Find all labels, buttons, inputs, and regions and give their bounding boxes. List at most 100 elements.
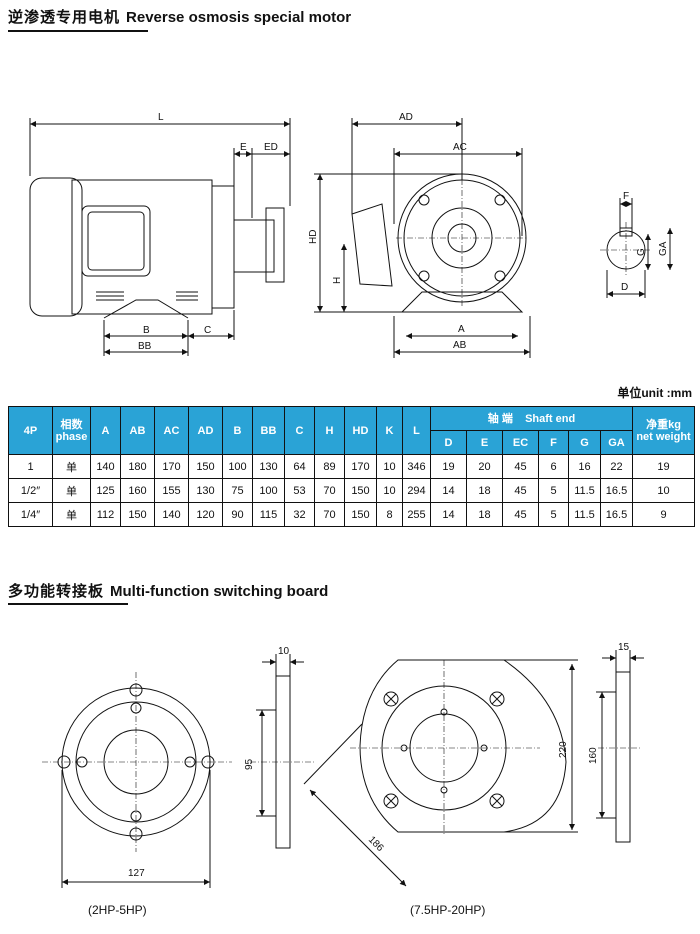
label-HD: HD: [308, 230, 319, 244]
header-GA: GA: [599, 430, 634, 455]
table-cell: 10: [632, 478, 696, 503]
header-EC: EC: [502, 430, 539, 455]
table-cell: 150: [344, 502, 377, 527]
section-title-cn: 逆渗透专用电机: [8, 8, 121, 26]
header-K: K: [376, 406, 403, 455]
header-E: E: [466, 430, 503, 455]
table-cell: 115: [252, 502, 285, 527]
table-cell: 45: [502, 454, 539, 479]
label-F: F: [623, 191, 629, 202]
table-cell: 130: [188, 478, 223, 503]
table-cell: 45: [502, 478, 539, 503]
table-cell: 130: [252, 454, 285, 479]
table-cell: 90: [222, 502, 253, 527]
table-cell: 170: [344, 454, 377, 479]
table-cell: 1/2″: [8, 478, 53, 503]
dim-186: 186: [366, 834, 386, 854]
header-AB: AB: [120, 406, 155, 455]
table-cell: 16.5: [599, 502, 634, 527]
table-cell: 16.5: [599, 478, 634, 503]
table-cell: 19: [632, 454, 696, 479]
table-cell: 9: [632, 502, 696, 527]
table-cell: 18: [466, 478, 503, 503]
dim-10: 10: [278, 646, 290, 657]
table-cell: 1: [8, 454, 53, 479]
header-B: B: [222, 406, 253, 455]
table-cell: 18: [466, 502, 503, 527]
table-cell: 22: [599, 454, 634, 479]
large-plate: [359, 659, 567, 833]
fan-cover: [29, 177, 83, 317]
header-A: A: [90, 406, 121, 455]
caption-small-plate: (2HP-5HP): [88, 903, 147, 917]
header-L: L: [402, 406, 431, 455]
table-cell: 150: [120, 502, 155, 527]
motor-drawing: L E ED B BB C AD AC HD H A AB F G GA D: [29, 112, 673, 358]
board-drawing: 127 10 95 186 220 15 160: [42, 642, 644, 888]
table-cell: 14: [430, 502, 467, 527]
table-cell: 140: [154, 502, 189, 527]
table-cell: 294: [402, 478, 431, 503]
label-E: E: [240, 142, 247, 153]
table-cell: 100: [252, 478, 285, 503]
header-shaft-end: 轴 端 Shaft end: [429, 406, 634, 431]
table-cell: 140: [90, 454, 121, 479]
table-cell: 346: [402, 454, 431, 479]
section-heading-board: 多功能转接板 Multi-function switching board: [8, 580, 328, 601]
caption-large-plate: (7.5HP-20HP): [410, 903, 486, 917]
table-cell: 160: [120, 478, 155, 503]
unit-note: 单位unit :mm: [617, 386, 692, 400]
header-C: C: [284, 406, 315, 455]
table-cell: 255: [402, 502, 431, 527]
header-HD: HD: [344, 406, 377, 455]
header-H: H: [314, 406, 345, 455]
label-G: G: [636, 248, 647, 256]
table-cell: 53: [284, 478, 315, 503]
label-BB: BB: [138, 341, 152, 352]
section2-title-cn: 多功能转接板: [8, 582, 105, 600]
section2-title-en: Multi-function switching board: [110, 583, 329, 600]
terminal-box: [81, 205, 151, 277]
table-cell: 10: [376, 454, 403, 479]
table-cell: 1/4″: [8, 502, 53, 527]
table-cell: 170: [154, 454, 189, 479]
label-C: C: [204, 325, 211, 336]
table-cell: 64: [284, 454, 315, 479]
table-cell: 11.5: [568, 478, 601, 503]
header-G: G: [568, 430, 601, 455]
table-cell: 32: [284, 502, 315, 527]
table-cell: 155: [154, 478, 189, 503]
front-terminal-box: [351, 203, 393, 287]
header-AD: AD: [188, 406, 223, 455]
header-F: F: [538, 430, 569, 455]
table-cell: 5: [538, 502, 569, 527]
label-AB: AB: [453, 340, 467, 351]
label-L: L: [158, 112, 164, 123]
header-D: D: [430, 430, 467, 455]
large-plate-side: [615, 671, 631, 843]
table-cell: 单: [52, 454, 91, 479]
table-cell: 112: [90, 502, 121, 527]
table-cell: 70: [314, 478, 345, 503]
table-cell: 10: [376, 478, 403, 503]
table-cell: 89: [314, 454, 345, 479]
dim-160: 160: [588, 747, 599, 764]
table-cell: 70: [314, 502, 345, 527]
table-cell: 单: [52, 502, 91, 527]
header-4p: 4P: [8, 406, 53, 455]
table-cell: 5: [538, 478, 569, 503]
label-A: A: [458, 324, 465, 335]
table-cell: 100: [222, 454, 253, 479]
table-cell: 6: [538, 454, 569, 479]
label-H: H: [332, 277, 343, 284]
label-AD: AD: [399, 112, 413, 123]
label-GA: GA: [658, 241, 669, 256]
dim-15: 15: [618, 642, 630, 653]
motor-frame: [71, 179, 213, 315]
table-cell: 75: [222, 478, 253, 503]
